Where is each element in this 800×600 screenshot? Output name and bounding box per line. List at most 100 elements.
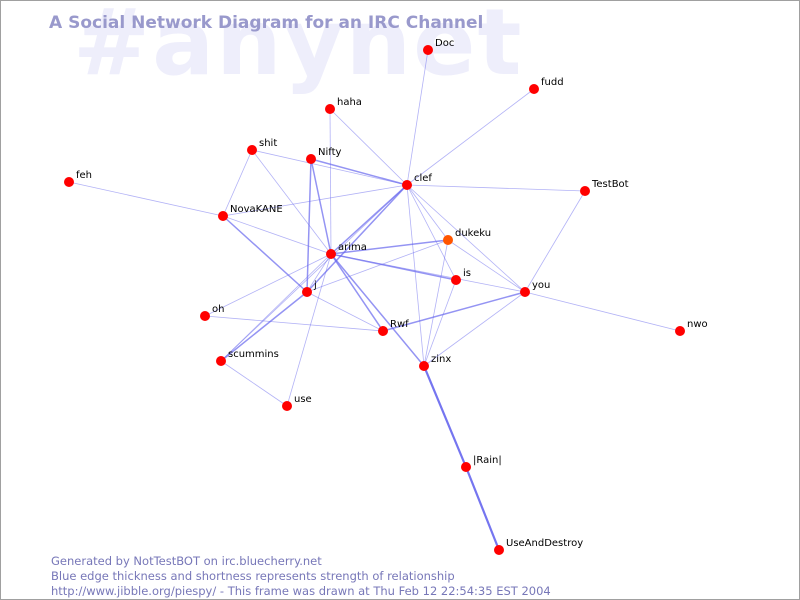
- node-label-use: use: [294, 394, 312, 405]
- node-label-dukeku: dukeku: [455, 228, 491, 239]
- node-zinx: zinx: [419, 354, 451, 371]
- edge-clef-shit: [251, 149, 408, 186]
- node-label-haha: haha: [337, 97, 362, 108]
- node-Nifty: Nifty: [306, 147, 342, 164]
- node-label-arima: arima: [338, 242, 367, 253]
- node-label-NovaKANE: NovaKANE: [230, 204, 283, 215]
- node-label-shit: shit: [259, 138, 277, 149]
- node-label-clef: clef: [414, 173, 432, 184]
- node-you: you: [520, 280, 550, 297]
- node-label-nwo: nwo: [687, 319, 708, 330]
- node-dot-Doc: [423, 45, 433, 55]
- edge-clef-Nifty: [310, 158, 408, 186]
- node-label-Doc: Doc: [435, 38, 454, 49]
- footer-generated-by: Generated by NotTestBOT on irc.bluecherr…: [51, 554, 322, 568]
- node-dot-TestBot: [580, 186, 590, 196]
- edge-clef-is: [406, 184, 457, 281]
- edge-clef-scummins: [220, 184, 408, 362]
- edge-clef-TestBot: [406, 184, 586, 192]
- edges-layer: [68, 49, 681, 551]
- edge-dukeku-j: [306, 239, 449, 293]
- node-label-UseAndDestroy: UseAndDestroy: [506, 538, 583, 549]
- node-dot-clef: [402, 180, 412, 190]
- edge-Nifty-arima: [310, 158, 332, 255]
- node-UseAndDestroy: UseAndDestroy: [494, 538, 583, 555]
- node-NovaKANE: NovaKANE: [218, 204, 283, 221]
- edge-clef-haha: [329, 108, 408, 186]
- node-Rain: |Rain|: [461, 455, 502, 472]
- node-scummins: scummins: [216, 349, 279, 366]
- node-label-scummins: scummins: [228, 349, 279, 360]
- node-dot-arima: [326, 249, 336, 259]
- node-dot-UseAndDestroy: [494, 545, 504, 555]
- edge-arima-oh: [204, 253, 332, 317]
- node-label-Rwf: Rwf: [390, 319, 409, 330]
- edge-is-zinx: [423, 279, 457, 367]
- edge-you-Rwf: [382, 291, 526, 332]
- node-dot-j: [302, 287, 312, 297]
- node-label-Nifty: Nifty: [318, 147, 342, 158]
- edge-you-zinx: [423, 291, 526, 367]
- node-TestBot: TestBot: [580, 179, 629, 196]
- node-shit: shit: [247, 138, 277, 155]
- node-label-TestBot: TestBot: [591, 179, 629, 190]
- node-label-oh: oh: [212, 304, 224, 315]
- node-dot-use: [282, 401, 292, 411]
- node-dot-scummins: [216, 356, 226, 366]
- node-is: is: [451, 268, 471, 285]
- edge-Nifty-j: [306, 158, 312, 293]
- node-dot-Rwf: [378, 326, 388, 336]
- edge-clef-zinx: [406, 184, 425, 367]
- node-clef: clef: [402, 173, 432, 190]
- node-fudd: fudd: [529, 77, 564, 94]
- node-dot-oh: [200, 311, 210, 321]
- node-label-Rain: |Rain|: [473, 455, 502, 466]
- edge-dukeku-zinx: [423, 239, 449, 367]
- edge-you-nwo: [524, 291, 681, 332]
- edge-arima-dukeku: [330, 239, 449, 255]
- edge-you-TestBot: [524, 190, 586, 293]
- node-dot-haha: [325, 104, 335, 114]
- edge-feh-NovaKANE: [68, 181, 224, 217]
- node-dot-zinx: [419, 361, 429, 371]
- node-label-feh: feh: [76, 170, 92, 181]
- node-label-you: you: [532, 280, 550, 291]
- node-nwo: nwo: [675, 319, 708, 336]
- node-dot-NovaKANE: [218, 211, 228, 221]
- diagram-title: A Social Network Diagram for an IRC Chan…: [49, 13, 484, 33]
- node-dot-shit: [247, 145, 257, 155]
- channel-watermark: #anynet: [73, 0, 524, 96]
- edge-NovaKANE-arima: [222, 215, 332, 255]
- node-dot-you: [520, 287, 530, 297]
- edge-arima-you: [330, 253, 526, 293]
- edge-zinx-Rain: [422, 365, 468, 468]
- node-label-zinx: zinx: [431, 354, 451, 365]
- edge-dukeku-you: [447, 239, 526, 293]
- edge-NovaKANE-j: [222, 215, 308, 293]
- node-oh: oh: [200, 304, 224, 321]
- node-j: j: [302, 280, 317, 297]
- node-label-fudd: fudd: [541, 77, 564, 88]
- footer-legend-note: Blue edge thickness and shortness repres…: [51, 569, 455, 583]
- edge-shit-arima: [251, 149, 332, 255]
- edge-clef-dukeku: [406, 184, 449, 241]
- edge-arima-use: [286, 253, 332, 407]
- edge-arima-zinx: [330, 253, 425, 367]
- footer-url-timestamp: http://www.jibble.org/piespy/ - This fra…: [51, 584, 551, 598]
- node-dot-nwo: [675, 326, 685, 336]
- node-dot-fudd: [529, 84, 539, 94]
- node-Rwf: Rwf: [378, 319, 409, 336]
- edge-arima-Rwf: [330, 253, 384, 332]
- edge-clef-you: [406, 184, 526, 293]
- node-label-j: j: [313, 280, 317, 291]
- node-dukeku: dukeku: [443, 228, 491, 245]
- edge-oh-Rwf: [204, 315, 384, 332]
- node-haha: haha: [325, 97, 362, 114]
- edge-shit-NovaKANE: [222, 149, 253, 217]
- edge-arima-j: [306, 253, 332, 293]
- node-arima: arima: [326, 242, 367, 259]
- edge-haha-arima: [329, 108, 332, 255]
